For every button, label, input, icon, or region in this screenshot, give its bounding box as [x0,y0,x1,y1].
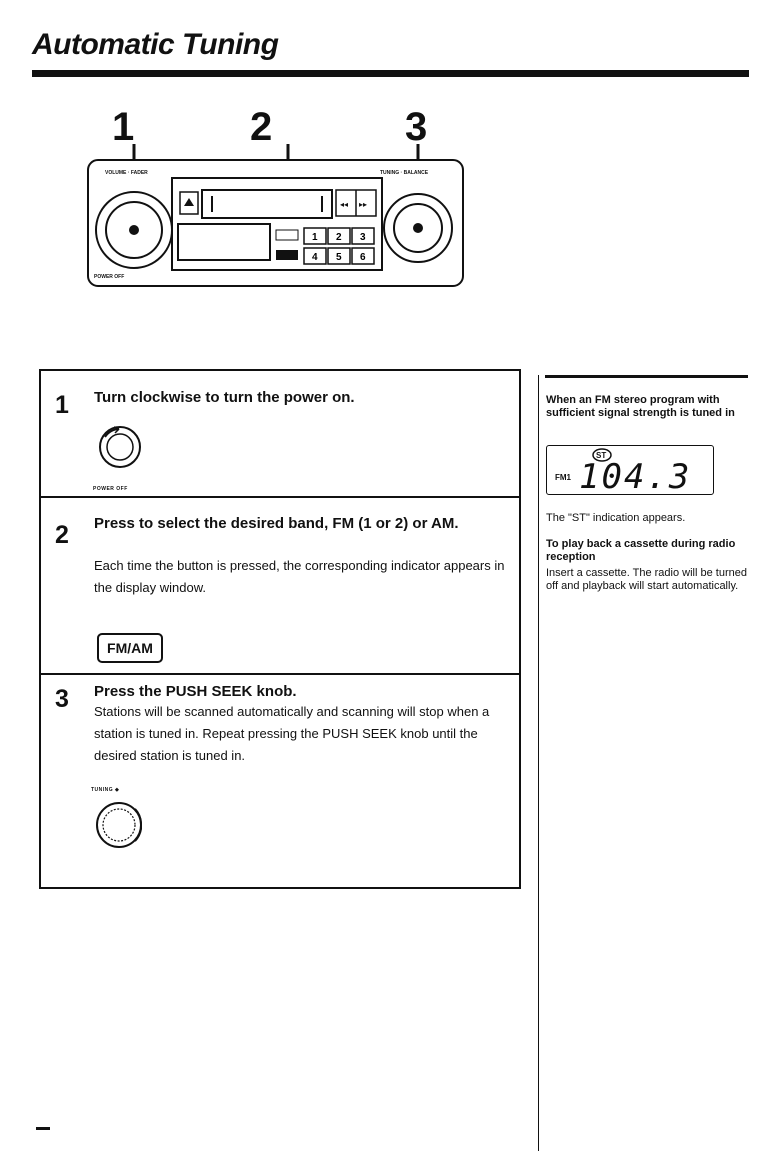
step-2: 2 Press to select the desired band, FM (… [41,371,519,671]
page-mark [36,1127,50,1130]
power-off-label: POWER OFF [93,486,128,492]
volume-knob [95,191,173,269]
display-window [177,223,271,261]
frequency-readout: 104.3 [579,457,691,493]
right-knob-label: TUNING · BALANCE [380,170,429,176]
callout-3: 3 [405,105,427,149]
callout-2: 2 [250,105,272,149]
svg-text:5: 5 [336,252,342,263]
step-heading: Turn clockwise to turn the power on. [94,389,355,406]
step-divider [41,673,519,675]
tuning-label: TUNING ◆ [91,787,120,793]
step-number: 1 [55,391,69,419]
display-graphic: ST FM1 104.3 [555,448,691,497]
column-divider [538,375,539,1151]
svg-text:4: 4 [312,252,318,263]
step-3: 3 Press the PUSH SEEK knob. Stations wil… [41,371,519,887]
st-indicator: ST [596,451,606,460]
step-1: 1 Turn clockwise to turn the power on. P… [41,371,519,496]
eject-icon [184,198,194,206]
step-divider [41,496,519,498]
svg-text:1: 1 [312,232,318,243]
step-number: 2 [55,521,69,549]
left-knob-label: VOLUME · FADER [105,170,148,176]
callout-1: 1 [112,105,134,149]
center-panel [171,177,383,271]
note-cassette-heading: To play back a cassette during radio rec… [546,538,736,563]
sidebar-rule [545,375,748,378]
fmam-button: FM/AM [97,633,163,663]
svg-text:2: 2 [336,232,342,243]
power-off-label: POWER OFF [94,274,124,280]
step-heading: Press to select the desired band, FM (1 … [94,515,459,532]
svg-text:3: 3 [360,232,366,243]
radio-diagram: 1 2 3 VOLUME · FADER TUNING · BALANCE PO… [87,105,464,287]
title-rule [32,70,749,77]
svg-text:6: 6 [360,252,366,263]
push-seek-knob-icon [96,802,142,848]
note-stereo-caption: The "ST" indication appears. [546,512,686,524]
fm-display: ST FM1 104.3 [546,445,714,497]
page-title: Automatic Tuning [32,28,279,61]
note-stereo-heading: When an FM stereo program with sufficien… [546,394,735,419]
step-number: 3 [55,685,69,713]
preset-buttons: 1 2 3 4 5 6 [303,227,375,265]
step-heading: Press the PUSH SEEK knob. [94,683,297,700]
tuning-knob [383,193,453,263]
steps-box: 1 Turn clockwise to turn the power on. P… [39,369,521,889]
fmam-small-button [276,250,298,260]
power-knob-icon [99,426,141,468]
band-indicator: FM1 [555,473,572,482]
cassette-slot [201,189,333,219]
svg-text:▸▸: ▸▸ [359,200,367,209]
step-body: Each time the button is pressed, the cor… [94,558,505,595]
svg-text:◂◂: ◂◂ [340,200,348,209]
step-body: Stations will be scanned automatically a… [94,704,490,763]
note-cassette-body: Insert a cassette. The radio will be tur… [546,567,747,592]
